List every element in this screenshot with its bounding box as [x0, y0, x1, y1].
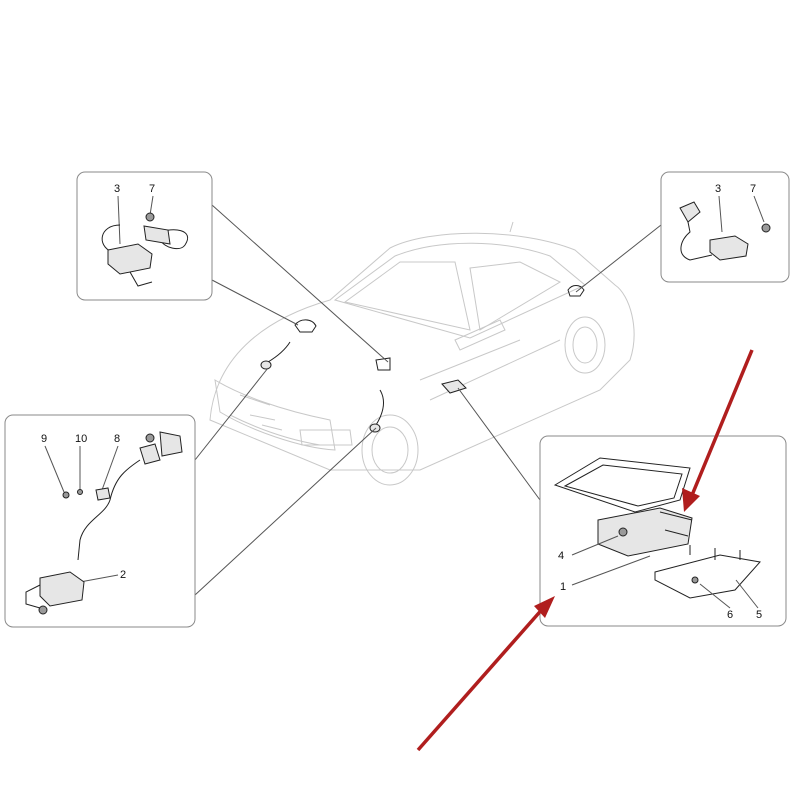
panel-bottom-right: 4 1 6 5: [539, 435, 787, 627]
car-sensor-front-right: [369, 357, 391, 433]
car-control-unit: [441, 379, 467, 394]
car-sensor-front-left: [260, 319, 317, 370]
callout-3: 3: [715, 183, 721, 195]
callout-1: 1: [560, 581, 566, 593]
callout-3: 3: [114, 183, 120, 195]
callout-6: 6: [727, 609, 733, 621]
car-sensor-rear: [567, 285, 585, 297]
callout-7: 7: [750, 183, 756, 195]
panel-top-left: 3 7: [76, 171, 213, 301]
callout-9: 9: [41, 433, 47, 445]
callout-2: 2: [120, 569, 126, 581]
callout-10: 10: [75, 433, 87, 445]
callout-5: 5: [756, 609, 762, 621]
callout-8: 8: [114, 433, 120, 445]
panel-bottom-left: 9 10 8 2: [4, 414, 196, 628]
red-arrow-bottom: [416, 596, 555, 752]
leader-lines: [194, 204, 662, 596]
red-arrow-top: [682, 349, 754, 512]
callout-4: 4: [558, 550, 564, 562]
callout-7: 7: [149, 183, 155, 195]
panel-top-right: 3 7: [660, 171, 790, 283]
